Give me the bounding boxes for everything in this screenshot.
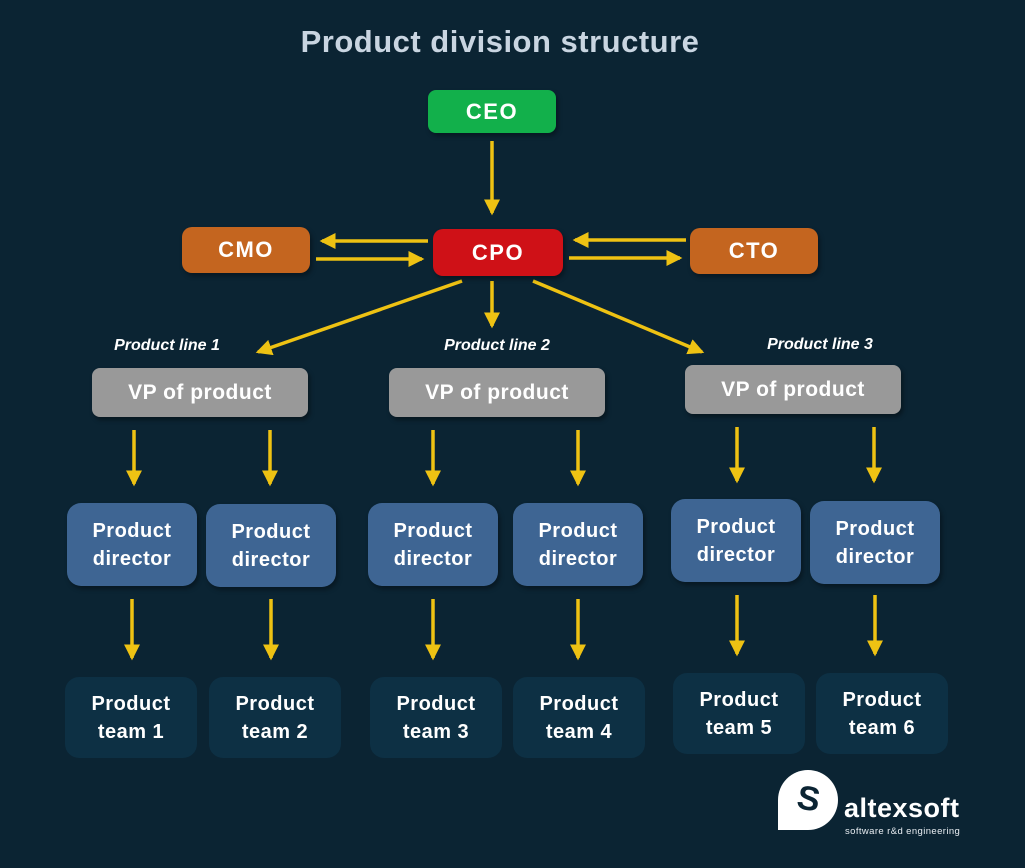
arrow-cpo-to-line3: [532, 279, 705, 355]
node-ceo: CEO: [428, 90, 556, 133]
product-line-1-label: Product line 1: [114, 337, 220, 354]
node-cpo: CPO: [433, 229, 563, 276]
director-label: Product director: [393, 519, 473, 570]
arrow-cpo-to-line1: [255, 279, 463, 356]
node-vp-line3: VP of product: [685, 365, 901, 414]
node-director-5: Product director: [671, 499, 801, 582]
node-team-6: Product team 6: [816, 673, 948, 754]
node-director-4: Product director: [513, 503, 643, 586]
node-team-5: Product team 5: [673, 673, 805, 754]
logo-name: altexsoft: [844, 793, 960, 823]
node-director-6: Product director: [810, 501, 940, 584]
altexsoft-logo-icon: S: [778, 770, 838, 830]
team-label: Product team 5: [699, 688, 779, 739]
team-label: Product team 2: [235, 692, 315, 743]
team-label: Product team 4: [539, 692, 619, 743]
node-director-1: Product director: [67, 503, 197, 586]
director-label: Product director: [835, 517, 915, 568]
director-label: Product director: [231, 520, 311, 571]
node-vp-line2: VP of product: [389, 368, 605, 417]
node-director-3: Product director: [368, 503, 498, 586]
logo-mark-letter: S: [793, 777, 823, 820]
node-vp-line1: VP of product: [92, 368, 308, 417]
team-label: Product team 1: [91, 692, 171, 743]
product-line-3-label: Product line 3: [767, 336, 873, 353]
director-label: Product director: [92, 519, 172, 570]
product-line-2-label: Product line 2: [444, 337, 550, 354]
diagram-title: Product division structure: [300, 24, 700, 59]
node-cmo: CMO: [182, 227, 310, 273]
logo-tagline: software r&d engineering: [845, 826, 961, 837]
team-label: Product team 6: [842, 688, 922, 739]
node-team-1: Product team 1: [65, 677, 197, 758]
node-director-2: Product director: [206, 504, 336, 587]
team-label: Product team 3: [396, 692, 476, 743]
director-label: Product director: [696, 515, 776, 566]
node-team-3: Product team 3: [370, 677, 502, 758]
director-label: Product director: [538, 519, 618, 570]
node-team-2: Product team 2: [209, 677, 341, 758]
node-cto: CTO: [690, 228, 818, 274]
altexsoft-logo: S altexsoft software r&d engineering: [778, 770, 968, 850]
node-team-4: Product team 4: [513, 677, 645, 758]
